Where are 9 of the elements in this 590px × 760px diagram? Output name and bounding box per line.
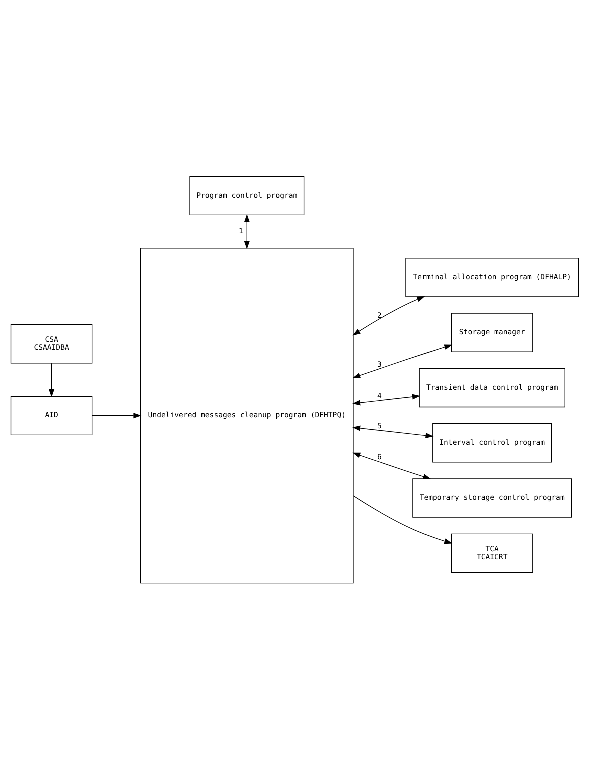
arrow (353, 496, 453, 544)
arrow (352, 344, 453, 378)
arrow (352, 296, 426, 336)
arrow (244, 214, 250, 250)
arrow (352, 426, 434, 439)
arrow (49, 363, 55, 398)
arrow (352, 452, 432, 480)
arrow (92, 413, 142, 419)
arrow (352, 394, 420, 406)
